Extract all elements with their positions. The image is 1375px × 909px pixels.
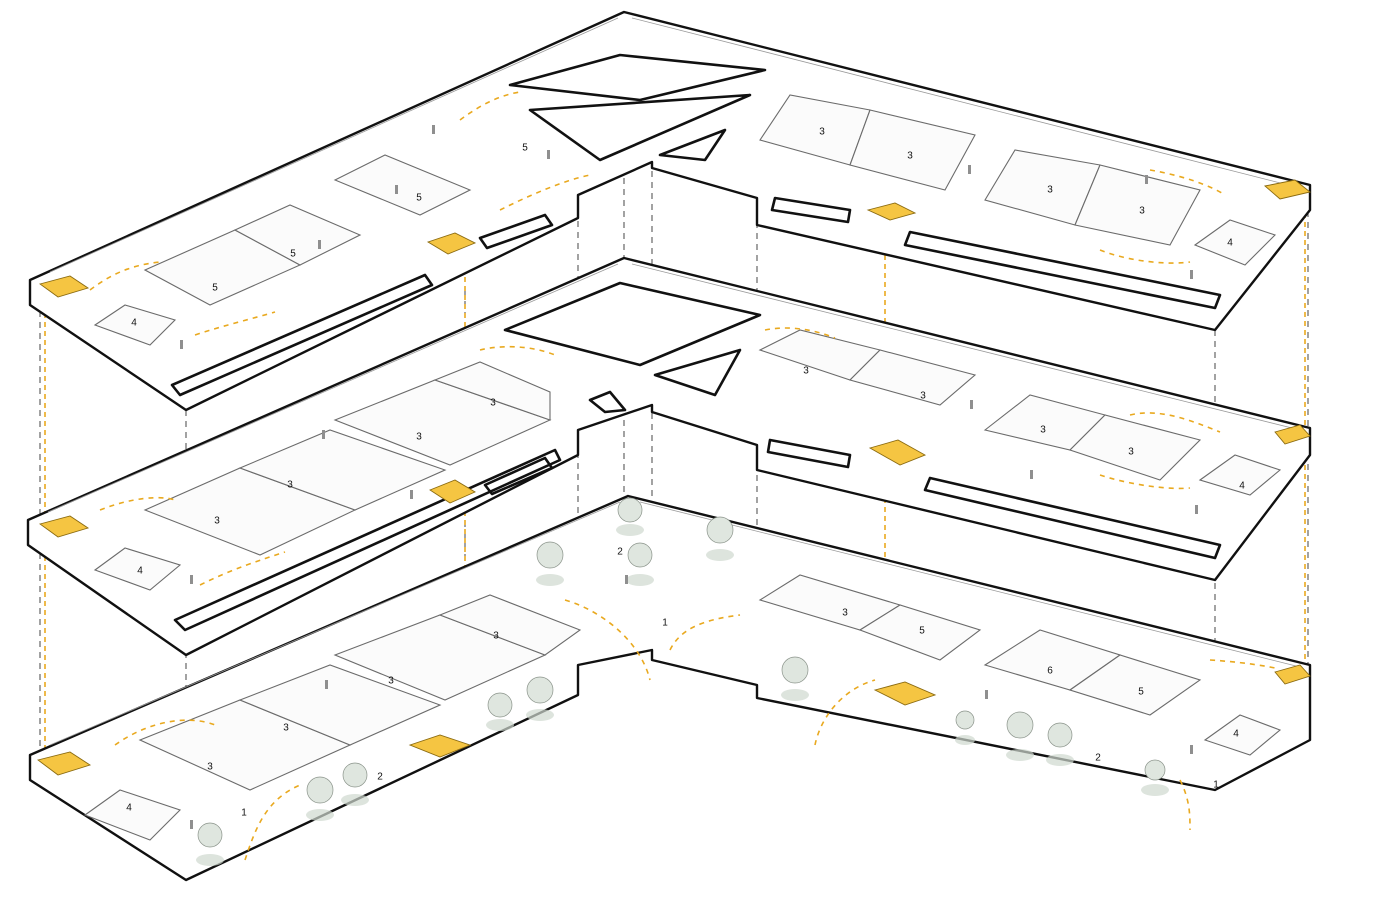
label-gnd-4b: 4 — [1233, 729, 1239, 740]
void-middle-c — [588, 390, 627, 414]
room-3-middle-d — [433, 361, 551, 421]
room-3-middle-b — [238, 429, 447, 511]
label-gnd-3c: 3 — [283, 723, 289, 734]
label-top-5c: 5 — [290, 249, 296, 260]
label-gnd-3a: 3 — [493, 631, 499, 642]
railing-top-small — [478, 213, 554, 250]
label-gnd-3b: 3 — [388, 676, 394, 687]
railing-top-east — [770, 196, 852, 224]
void-middle-a — [503, 281, 762, 367]
stair-ground-b — [873, 681, 937, 706]
label-gnd-2b: 2 — [377, 772, 383, 783]
stair-middle-a — [429, 479, 476, 504]
room-3-middle-h — [1068, 414, 1202, 481]
room-3-ground-d — [438, 594, 582, 656]
label-top-5d: 5 — [212, 283, 218, 294]
label-mid-3c: 3 — [287, 480, 293, 491]
room-4-top-b — [1193, 219, 1277, 266]
railing-middle-west — [173, 448, 562, 632]
room-3-top-b — [849, 109, 976, 191]
label-gnd-1a: 1 — [662, 618, 668, 629]
room-5-ground-b — [1068, 654, 1202, 716]
stair-ground-a — [408, 734, 472, 758]
railing-top-west — [170, 273, 434, 397]
stair-ground-c — [36, 751, 92, 776]
zone-labels: 5 5 5 5 4 3 3 3 3 4 3 3 3 3 4 3 3 3 3 4 … — [126, 127, 1245, 819]
trees-ground — [196, 497, 1169, 866]
room-5-top-c — [333, 154, 472, 216]
room-4-top-a — [93, 304, 177, 346]
label-gnd-5b: 5 — [1138, 687, 1144, 698]
room-4-middle-a — [93, 547, 182, 591]
room-3-ground-b — [238, 664, 442, 746]
label-gnd-5a: 5 — [919, 626, 925, 637]
stair-ground-d — [1274, 664, 1311, 685]
room-4-ground-b — [1203, 714, 1282, 756]
railing-top-east-long — [903, 230, 1222, 310]
label-gnd-4a: 4 — [126, 803, 132, 814]
label-gnd-1c: 1 — [1213, 780, 1219, 791]
top-floor — [28, 10, 1312, 412]
ground-floor — [28, 494, 1312, 882]
label-top-3c: 3 — [1047, 185, 1053, 196]
label-top-5a: 5 — [522, 143, 528, 154]
void-top-a — [508, 53, 767, 102]
label-gnd-1b: 1 — [241, 808, 247, 819]
label-top-3b: 3 — [907, 151, 913, 162]
stair-top-d — [1264, 179, 1312, 200]
stair-middle-d — [1274, 424, 1311, 445]
room-4-middle-b — [1198, 454, 1282, 496]
label-mid-3b: 3 — [416, 432, 422, 443]
label-mid-3f: 3 — [920, 391, 926, 402]
label-mid-3g: 3 — [1040, 425, 1046, 436]
label-gnd-3e: 3 — [842, 608, 848, 619]
room-4-ground-a — [83, 789, 182, 841]
label-top-3a: 3 — [819, 127, 825, 138]
room-5-ground-a — [858, 604, 982, 661]
void-top-c — [658, 128, 727, 162]
void-middle-b — [653, 348, 742, 397]
label-mid-3a: 3 — [490, 398, 496, 409]
label-top-4a: 4 — [131, 318, 137, 329]
railing-middle-east-long — [923, 476, 1222, 560]
label-gnd-6: 6 — [1047, 666, 1053, 677]
people-figures — [180, 125, 1198, 829]
railing-middle-east — [766, 438, 852, 469]
label-gnd-3d: 3 — [207, 762, 213, 773]
label-mid-4b: 4 — [1239, 481, 1245, 492]
stair-middle-b — [868, 439, 927, 466]
label-mid-3e: 3 — [803, 366, 809, 377]
railing-middle-small — [483, 456, 554, 496]
label-gnd-2a: 2 — [617, 547, 623, 558]
room-3-middle-f — [848, 349, 977, 406]
label-mid-3h: 3 — [1128, 447, 1134, 458]
room-5-top-b — [233, 204, 362, 266]
stair-top-b — [866, 202, 917, 221]
label-mid-4a: 4 — [137, 566, 143, 577]
label-top-5b: 5 — [416, 193, 422, 204]
label-gnd-2c: 2 — [1095, 753, 1101, 764]
stair-top-c — [38, 275, 90, 298]
label-top-4b: 4 — [1227, 238, 1233, 249]
label-top-3d: 3 — [1139, 206, 1145, 217]
stair-middle-c — [38, 515, 90, 538]
label-mid-3d: 3 — [214, 516, 220, 527]
stair-top-a — [426, 232, 477, 255]
middle-floor — [26, 256, 1312, 657]
room-3-top-d — [1074, 164, 1201, 246]
void-top-b — [528, 93, 752, 162]
